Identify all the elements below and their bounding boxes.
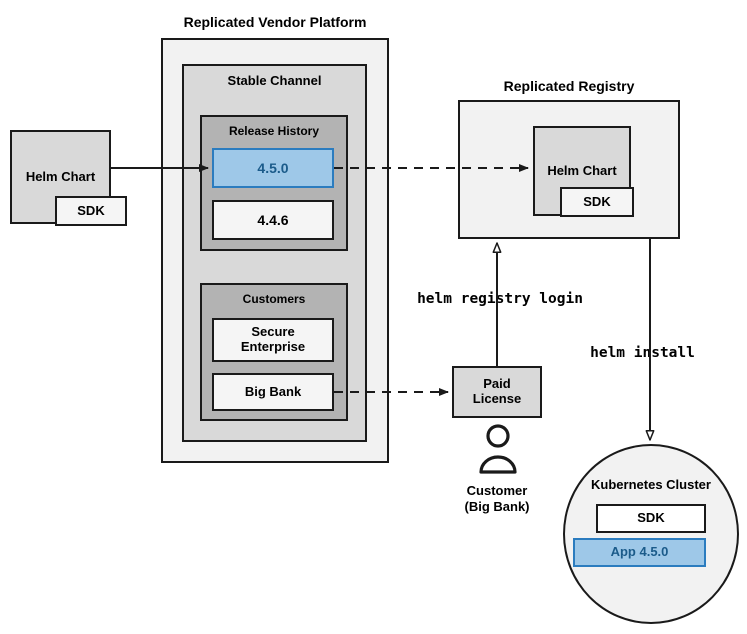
release-version-label: 4.4.6 — [257, 211, 289, 228]
release-item-4-5-0[interactable]: 4.5.0 — [212, 148, 334, 188]
vendor-platform-title: Replicated Vendor Platform — [183, 14, 367, 30]
release-item-4-4-6[interactable]: 4.4.6 — [212, 200, 334, 240]
cluster-item-label: App 4.5.0 — [610, 544, 669, 560]
registry-helm-chart-label: Helm Chart — [547, 162, 617, 178]
customer-caption-line2: (Big Bank) — [464, 498, 530, 514]
cluster-item-label: SDK — [637, 510, 665, 526]
helm-install-command: helm install — [590, 345, 695, 361]
stable-channel-label: Stable Channel — [227, 73, 322, 88]
release-version-label: 4.5.0 — [257, 159, 289, 176]
customer-entry-label: Big Bank — [244, 383, 302, 399]
registry-title: Replicated Registry — [503, 78, 635, 94]
helm-registry-login-command: helm registry login — [417, 291, 583, 307]
release-history-label: Release History — [228, 124, 320, 138]
source-helm-chart-label: Helm Chart — [25, 168, 96, 184]
customer-caption: Customer (Big Bank) — [432, 483, 562, 514]
kubernetes-cluster-label: Kubernetes Cluster — [591, 477, 711, 492]
customer-caption-line1: Customer — [466, 483, 528, 498]
kubernetes-cluster-circle — [563, 444, 739, 624]
source-sdk-box[interactable]: SDK — [55, 196, 127, 226]
registry-sdk-box[interactable]: SDK — [560, 187, 634, 217]
person-icon — [479, 424, 517, 474]
registry-sdk-label: SDK — [583, 193, 611, 209]
cluster-item-app[interactable]: App 4.5.0 — [573, 538, 706, 567]
cluster-item-sdk[interactable]: SDK — [596, 504, 706, 533]
customer-entry-big-bank[interactable]: Big Bank — [212, 373, 334, 411]
customers-label: Customers — [242, 292, 306, 306]
source-sdk-label: SDK — [77, 202, 105, 218]
